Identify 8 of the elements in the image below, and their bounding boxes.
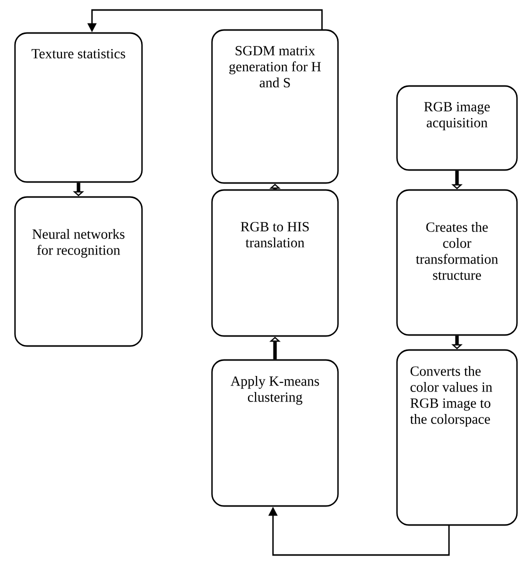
process-box: Creates the color transformation structure [396,189,518,336]
process-box: Converts the color values in RGB image to the colorspace [396,349,518,526]
process-box: Texture statistics [14,32,143,183]
process-box: RGB image acquisition [396,85,518,171]
process-box: RGB to HIS translation [211,189,339,337]
process-box: Neural networks for recognition [14,196,143,347]
process-box: Apply K-means clustering [211,359,339,507]
process-box: SGDM matrix generation for H and S [211,29,339,184]
